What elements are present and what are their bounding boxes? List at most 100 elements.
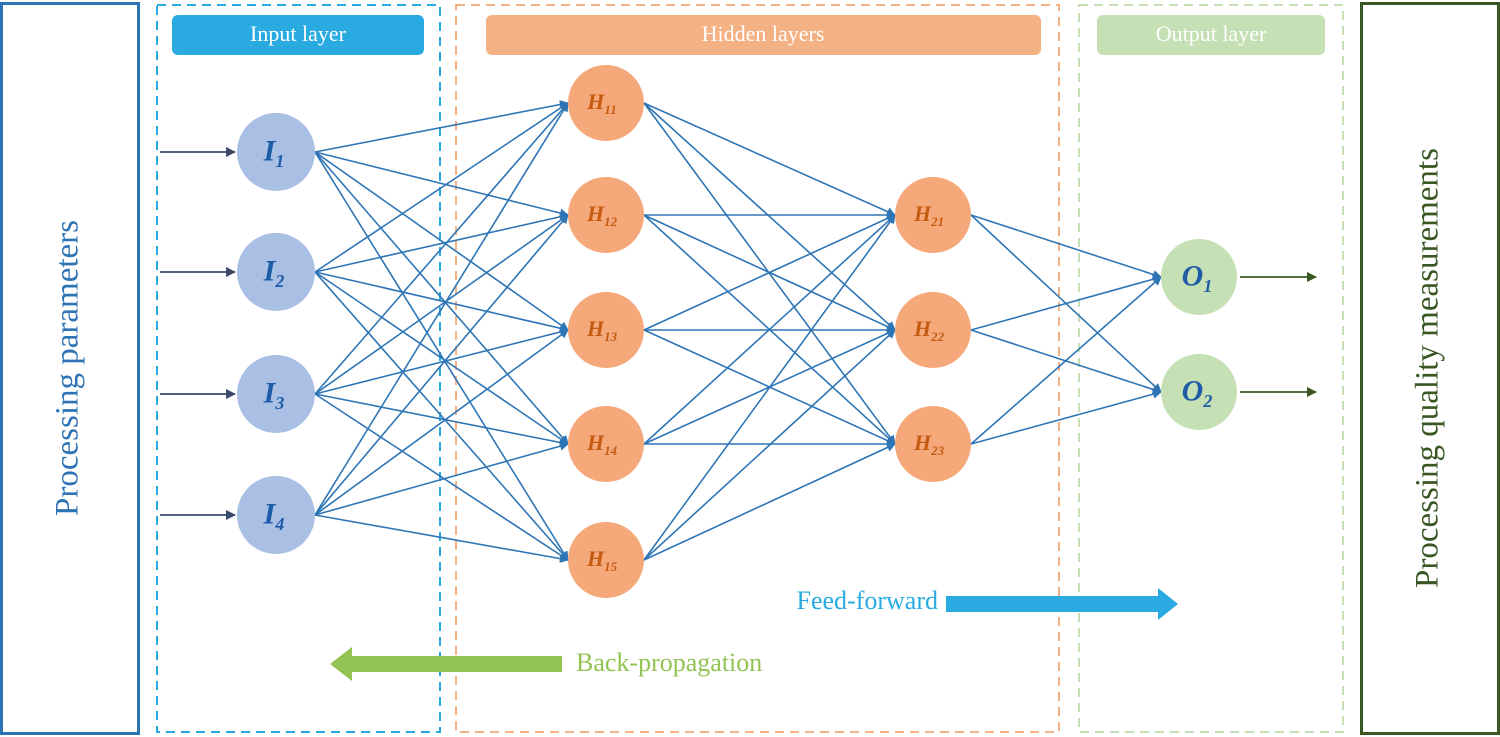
node-label: O2: [1182, 374, 1213, 411]
node-label: H21: [913, 201, 944, 229]
hidden1-node: H14: [568, 406, 644, 482]
connection-line: [314, 393, 569, 561]
connection-line: [643, 443, 896, 561]
connection-line: [314, 102, 569, 273]
connection-line: [314, 212, 569, 273]
connection-line: [314, 393, 569, 447]
node-letter: H: [586, 316, 605, 341]
connection-line: [970, 276, 1162, 445]
left-panel: Processing parameters: [0, 2, 140, 735]
output-layer-title: Output layer: [1156, 21, 1267, 46]
connection-line: [643, 102, 896, 445]
node-subscript: 22: [930, 329, 945, 344]
node-label: I2: [263, 254, 285, 291]
connection-line: [643, 102, 896, 216]
node-label: H23: [913, 430, 945, 458]
node-label: H14: [586, 430, 618, 458]
node-circle: [568, 522, 644, 598]
node-subscript: 1: [275, 151, 284, 171]
node-circle: [568, 177, 644, 253]
connection-line: [314, 102, 569, 395]
input-node: I1: [237, 113, 315, 191]
node-label: O1: [1182, 259, 1213, 296]
node-subscript: 15: [604, 559, 618, 574]
input-layer-box: [156, 4, 441, 733]
connection-line: [314, 271, 569, 445]
back-propagation-arrow: [330, 647, 562, 681]
back-propagation-label: Back-propagation: [576, 648, 762, 677]
connection-line: [314, 329, 569, 516]
node-subscript: 23: [930, 443, 945, 458]
input-node: I4: [237, 476, 315, 554]
connections: [314, 100, 1162, 564]
node-subscript: 21: [930, 214, 944, 229]
hidden-layers-box: [455, 4, 1060, 733]
node-circle: [568, 406, 644, 482]
feed-forward-indicator: Feed-forward: [797, 586, 1178, 620]
node-subscript: 11: [604, 102, 616, 117]
node-letter: I: [263, 497, 277, 530]
connection-line: [314, 514, 569, 564]
connection-line: [970, 274, 1162, 331]
connection-line: [314, 214, 569, 516]
node-label: H11: [586, 89, 616, 117]
feed-forward-label: Feed-forward: [797, 586, 939, 615]
node-label: H12: [586, 201, 618, 229]
connection-line: [314, 214, 569, 395]
node-letter: H: [913, 430, 932, 455]
node-circle: [568, 292, 644, 368]
connection-line: [314, 327, 569, 395]
connection-line: [314, 100, 569, 153]
hidden2-node: H23: [895, 406, 971, 482]
node-letter: I: [263, 134, 277, 167]
node-label: I3: [263, 376, 285, 413]
hidden1-node: H15: [568, 522, 644, 598]
connection-line: [314, 102, 569, 516]
node-circle: [895, 177, 971, 253]
connection-line: [314, 441, 569, 516]
connection-line: [970, 389, 1162, 445]
io-arrows: [160, 147, 1317, 520]
hidden2-node: H21: [895, 177, 971, 253]
back-propagation-indicator: Back-propagation: [330, 647, 762, 681]
output-layer-header: Output layer: [1097, 15, 1325, 55]
input-node: I2: [237, 233, 315, 311]
connection-line: [643, 214, 896, 561]
node-letter: O: [1182, 259, 1204, 292]
node-letter: H: [913, 316, 932, 341]
node-circle: [568, 65, 644, 141]
left-panel-label: Processing parameters: [50, 220, 86, 516]
node-subscript: 13: [604, 329, 618, 344]
connection-line: [314, 151, 569, 218]
hidden1-node: H12: [568, 177, 644, 253]
connection-line: [970, 214, 1162, 279]
node-circle: [895, 292, 971, 368]
node-label: H22: [913, 316, 945, 344]
right-panel: Processing quality measurements: [1360, 2, 1500, 735]
node-circle: [1161, 239, 1237, 315]
node-subscript: 1: [1203, 276, 1212, 296]
connection-line: [314, 151, 569, 331]
connection-line: [314, 271, 569, 561]
input-layer-title: Input layer: [250, 21, 347, 46]
node-letter: I: [263, 254, 277, 287]
connection-line: [643, 214, 896, 331]
node-circle: [237, 113, 315, 191]
node-letter: H: [913, 201, 932, 226]
output-node: O2: [1161, 354, 1237, 430]
feed-forward-arrow: [946, 588, 1178, 620]
node-subscript: 3: [274, 393, 284, 413]
node-circle: [1161, 354, 1237, 430]
node-letter: H: [586, 546, 605, 571]
node-circle: [237, 233, 315, 311]
connection-line: [643, 329, 896, 561]
node-subscript: 2: [274, 271, 284, 291]
node-letter: O: [1182, 374, 1204, 407]
node-label: I1: [263, 134, 285, 171]
node-circle: [895, 406, 971, 482]
input-layer-header: Input layer: [172, 15, 424, 55]
node-subscript: 14: [604, 443, 618, 458]
node-label: H13: [586, 316, 618, 344]
